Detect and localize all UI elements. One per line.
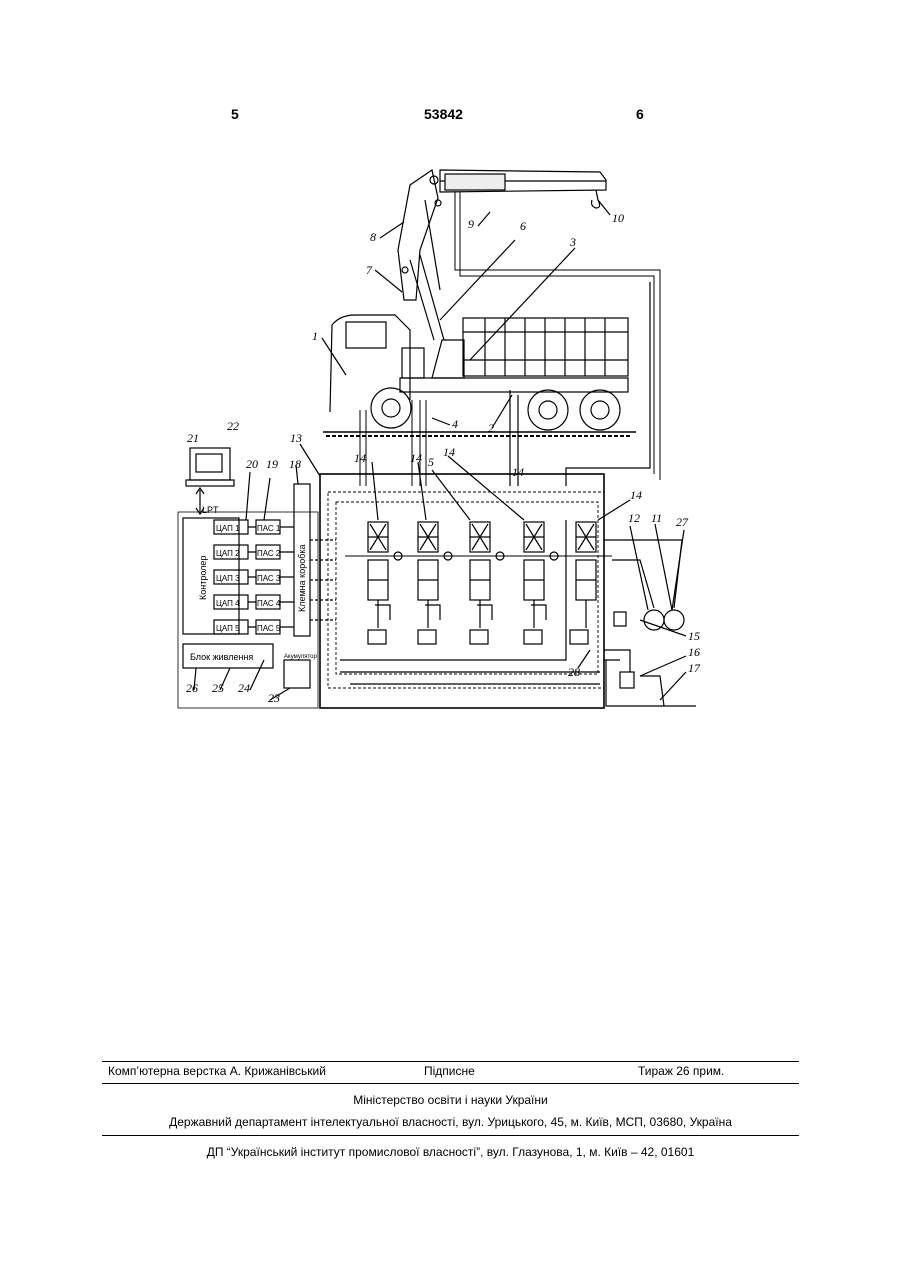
- crane-arm: [398, 170, 438, 300]
- ref-label: 10: [612, 211, 624, 225]
- valve-section: [418, 522, 452, 644]
- pas-label: ПАС 1: [257, 524, 281, 533]
- ref-label: 9: [468, 217, 474, 231]
- ref-label: 23: [268, 691, 280, 705]
- ref-label: 27: [676, 515, 689, 529]
- valve-section: [570, 522, 596, 644]
- dac-label: ЦАП 5: [216, 624, 240, 633]
- pas-label: ПАС 3: [257, 574, 281, 583]
- ref-label: 11: [651, 511, 662, 525]
- ref-label: 28: [568, 665, 580, 679]
- technical-drawing: 1 2 3 4 5 6 7 8 9 10 11 12 13 14 14 14 1…: [0, 0, 901, 760]
- ref-label: 13: [290, 431, 302, 445]
- pump: [664, 610, 684, 630]
- ref-label: 14: [354, 451, 366, 465]
- ref-label: 20: [246, 457, 258, 471]
- ref-label: 8: [370, 230, 376, 244]
- crane-boom: [398, 170, 606, 340]
- pas-label: ПАС 5: [257, 624, 281, 633]
- ref-label: 14: [512, 465, 524, 479]
- ref-label: 14: [443, 445, 455, 459]
- ref-label: 16: [688, 645, 700, 659]
- dac-label: ЦАП 3: [216, 574, 240, 583]
- truck: [330, 315, 628, 430]
- terminal-box-label: Клемна коробка: [297, 544, 307, 612]
- valve-section: [368, 522, 402, 644]
- accumulator-label: Акумулятор: [284, 654, 317, 660]
- ref-label: 25: [212, 681, 224, 695]
- ref-label: 2: [488, 421, 494, 435]
- crane-hook: [592, 190, 600, 208]
- footer-ministry: Міністерство освіти і науки України: [102, 1093, 799, 1107]
- pas-label: ПАС 2: [257, 549, 281, 558]
- ref-label: 6: [520, 219, 526, 233]
- dac-label: ЦАП 1: [216, 524, 240, 533]
- dac-label: ЦАП 4: [216, 599, 240, 608]
- ref-label: 14: [410, 451, 422, 465]
- valve-section: [470, 522, 504, 644]
- footer-department: Державний департамент інтелектуальної вл…: [102, 1115, 799, 1129]
- ref-label: 21: [187, 431, 199, 445]
- ref-label: 22: [227, 419, 239, 433]
- ref-label: 4: [452, 417, 458, 431]
- dac-label: ЦАП 2: [216, 549, 240, 558]
- ref-label: 19: [266, 457, 278, 471]
- pas-label: ПАС 4: [257, 599, 281, 608]
- valve-section: [524, 522, 558, 644]
- ref-label: 18: [289, 457, 301, 471]
- accumulator: [284, 660, 310, 688]
- footer-layout-credit: Комп’ютерна верстка А. Крижанівський: [108, 1064, 326, 1078]
- ref-label: 1: [312, 329, 318, 343]
- power-unit-label: Блок живлення: [190, 652, 253, 662]
- ref-label: 17: [688, 661, 701, 675]
- footer-rule: [102, 1061, 799, 1062]
- ref-label: 5: [428, 455, 434, 469]
- ref-label: 15: [688, 629, 700, 643]
- ref-label: 7: [366, 263, 373, 277]
- ref-label: 3: [569, 235, 576, 249]
- controller-label: Контролер: [198, 556, 208, 600]
- ref-label: 14: [630, 488, 642, 502]
- footer-institute: ДП “Український інститут промислової вла…: [102, 1145, 799, 1159]
- lpt-label: LPT: [202, 505, 219, 515]
- footer-rule: [102, 1135, 799, 1136]
- ref-label: 24: [238, 681, 250, 695]
- ref-label: 26: [186, 681, 198, 695]
- footer-circulation: Тираж 26 прим.: [638, 1064, 724, 1078]
- ref-label: 12: [628, 511, 640, 525]
- footer-signed: Підписне: [424, 1064, 475, 1078]
- footer-rule: [102, 1083, 799, 1084]
